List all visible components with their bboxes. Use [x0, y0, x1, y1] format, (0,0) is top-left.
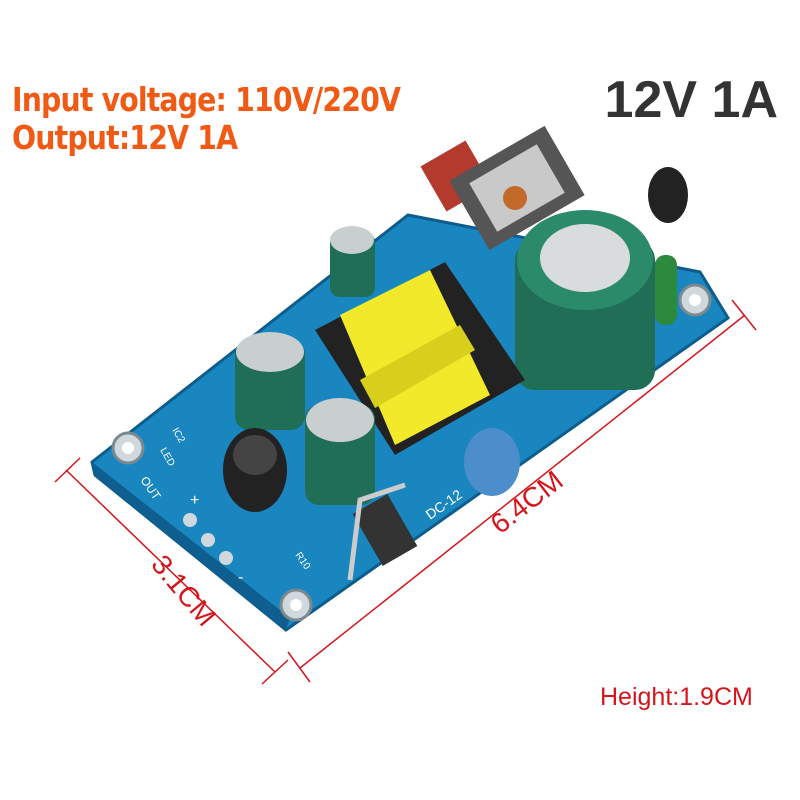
- height-label: Height:1.9CM: [600, 683, 753, 711]
- small-capacitor: [330, 226, 375, 297]
- bulk-capacitor: [515, 210, 655, 390]
- rating-title: 12V 1A: [604, 71, 778, 129]
- length-dimension: [287, 299, 757, 683]
- output-capacitor-1: [235, 332, 305, 430]
- silkscreen-minus: -: [238, 569, 243, 586]
- y-capacitor-green: [655, 255, 677, 325]
- width-dimension: [54, 457, 289, 685]
- y-capacitor-blue: [464, 428, 520, 496]
- output-inductor: [223, 428, 287, 512]
- rectifier-diode: [352, 494, 418, 566]
- silkscreen-plus: +: [190, 492, 199, 509]
- thermistor: [648, 167, 688, 223]
- diode-lead: [347, 482, 406, 581]
- input-voltage-text: Input voltage: 110V/220V: [12, 80, 401, 119]
- choke: [449, 125, 585, 251]
- output-capacitor-2: [305, 398, 375, 505]
- output-text: Output:12V 1A: [12, 118, 238, 157]
